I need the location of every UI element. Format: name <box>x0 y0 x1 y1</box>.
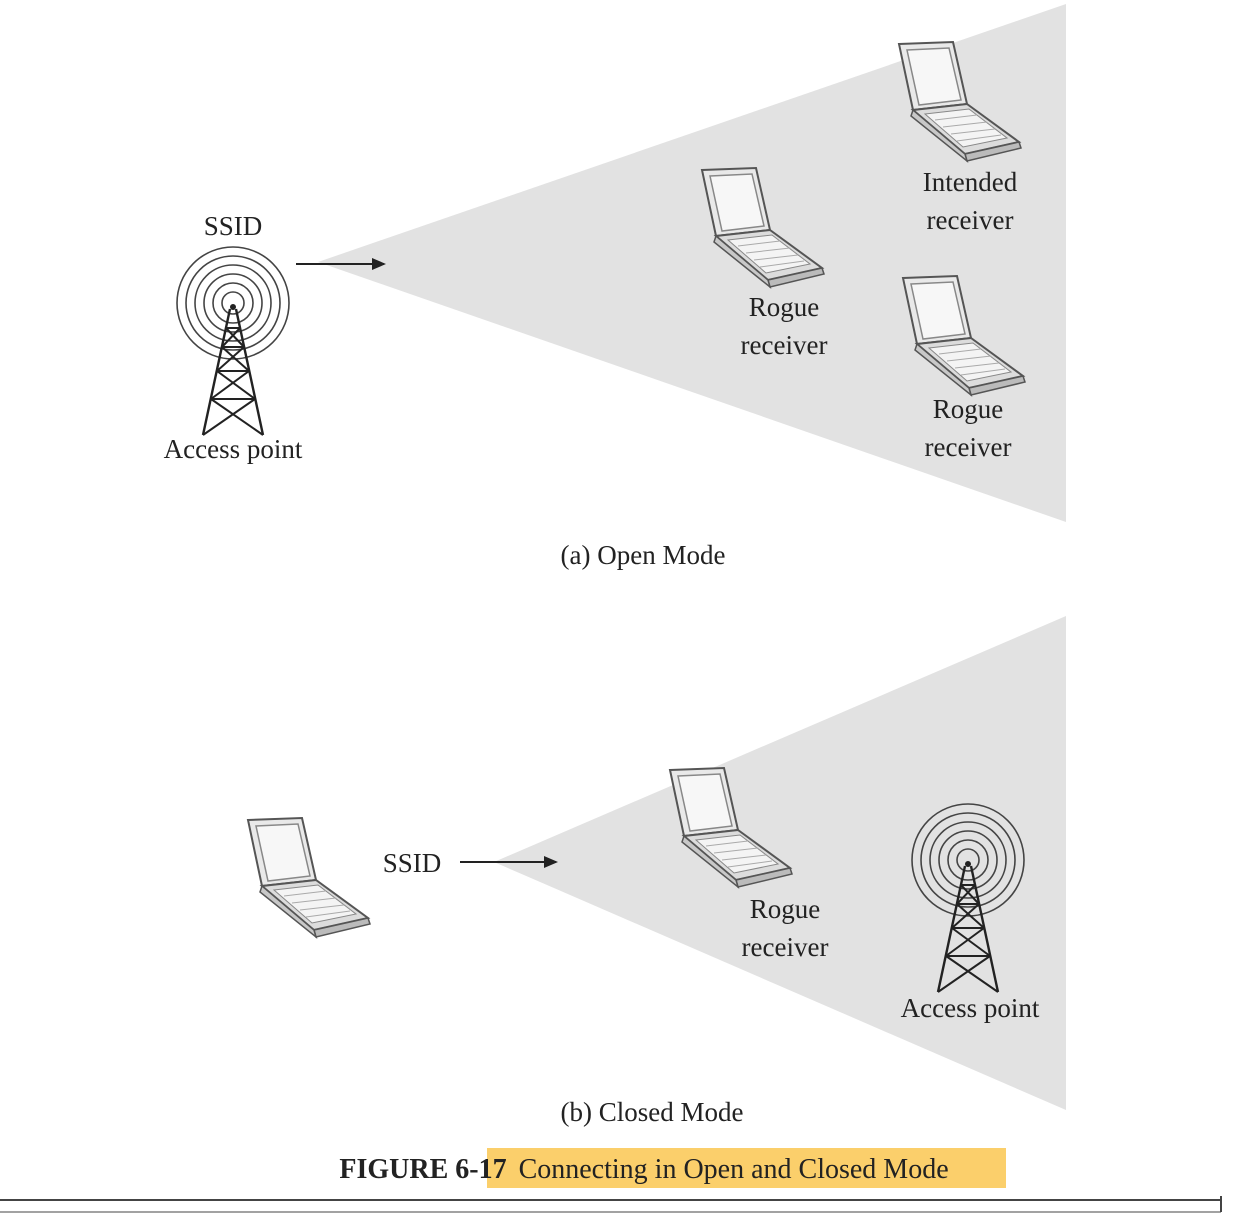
caption-highlight <box>487 1148 1006 1188</box>
figure-title: Connecting in Open and Closed Mode <box>519 1154 949 1185</box>
rogue-label-line2: receiver <box>742 932 829 962</box>
ap-label: Access point <box>164 434 303 464</box>
panel-caption: (b) Closed Mode <box>561 1097 744 1127</box>
laptop-label-line2: receiver <box>927 205 1014 235</box>
laptop-label-line2: receiver <box>925 432 1012 462</box>
panel-caption: (a) Open Mode <box>561 540 726 570</box>
laptop-label-line1: Rogue <box>749 292 820 322</box>
access-point-tower-icon <box>175 245 291 437</box>
client-ssid-label: SSID <box>383 848 442 878</box>
figure-caption: FIGURE 6-17 Connecting in Open and Close… <box>339 1148 1006 1188</box>
laptop-icon <box>247 817 371 938</box>
signal-cone <box>318 4 1066 522</box>
panel-closed-mode: SSID Rogue receiver Access point (b) Clo… <box>247 616 1066 1127</box>
laptop-label-line1: Rogue <box>933 394 1004 424</box>
laptop-label-line2: receiver <box>741 330 828 360</box>
ap-label: Access point <box>901 993 1040 1023</box>
laptop-label-line1: Intended <box>923 167 1018 197</box>
figure-number: FIGURE 6-17 <box>339 1154 506 1185</box>
panel-open-mode: SSID Access point Intended receiver Rogu… <box>164 4 1066 570</box>
rogue-label-line1: Rogue <box>750 894 821 924</box>
svg-text:FIGURE 6-17 Connecting i: FIGURE 6-17 Connecting in Open and Close… <box>339 1154 948 1185</box>
ap-ssid-label: SSID <box>204 211 263 241</box>
